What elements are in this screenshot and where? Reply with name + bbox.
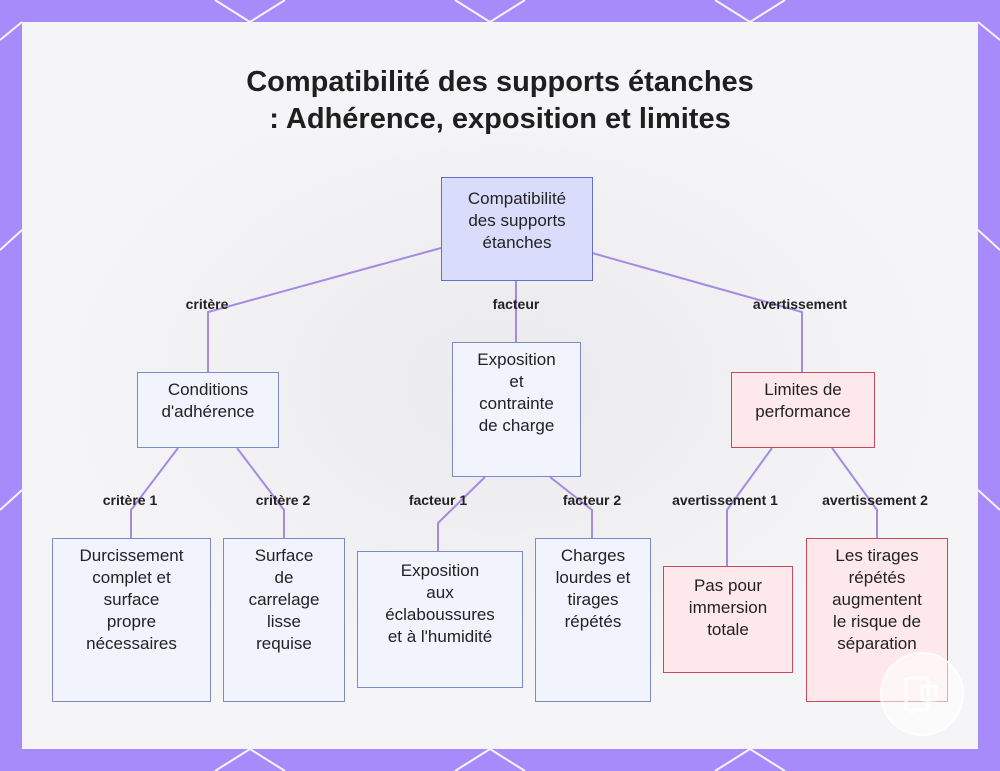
- edge-label-critere-2: critère 2: [255, 492, 311, 508]
- brand-logo-icon: [904, 676, 938, 714]
- page-title: Compatibilité des supports étanches : Ad…: [0, 64, 1000, 138]
- edge-avertissement2: [831, 447, 878, 538]
- edge-critere1: [130, 447, 179, 538]
- node-charges-lourdes: Charges lourdes et tirages répétés: [535, 538, 651, 702]
- node-surface-carrelage: Surface de carrelage lisse requise: [223, 538, 345, 702]
- edge-facteur1: [437, 476, 486, 551]
- edge-label-facteur-1: facteur 1: [408, 492, 468, 508]
- edge-avertissement: [591, 252, 803, 372]
- edge-label-facteur: facteur: [492, 296, 540, 312]
- node-pas-immersion: Pas pour immersion totale: [663, 566, 793, 673]
- edge-label-avertissement-1: avertissement 1: [672, 492, 778, 508]
- edge-label-avertissement: avertissement: [752, 296, 848, 312]
- title-line-2: : Adhérence, exposition et limites: [269, 103, 731, 135]
- node-conditions-adherence: Conditions d'adhérence: [137, 372, 279, 448]
- edge-label-critere: critère: [185, 296, 229, 312]
- brand-logo: [880, 652, 964, 736]
- edge-critere2: [236, 447, 285, 538]
- edge-facteur2: [549, 476, 593, 538]
- edge-label-critere-1: critère 1: [102, 492, 158, 508]
- edge-label-facteur-2: facteur 2: [562, 492, 622, 508]
- title-line-1: Compatibilité des supports étanches: [246, 66, 754, 98]
- node-eclaboussures: Exposition aux éclaboussures et à l'humi…: [357, 551, 523, 688]
- node-durcissement: Durcissement complet et surface propre n…: [52, 538, 211, 702]
- node-root: Compatibilité des supports étanches: [441, 177, 593, 281]
- node-exposition-contrainte: Exposition et contrainte de charge: [452, 342, 581, 477]
- edge-critere: [207, 247, 442, 372]
- node-limites-performance: Limites de performance: [731, 372, 875, 448]
- edge-avertissement1: [726, 447, 773, 566]
- node-tirages-repetes: Les tirages répétés augmentent le risque…: [806, 538, 948, 702]
- edge-label-avertissement-2: avertissement 2: [822, 492, 928, 508]
